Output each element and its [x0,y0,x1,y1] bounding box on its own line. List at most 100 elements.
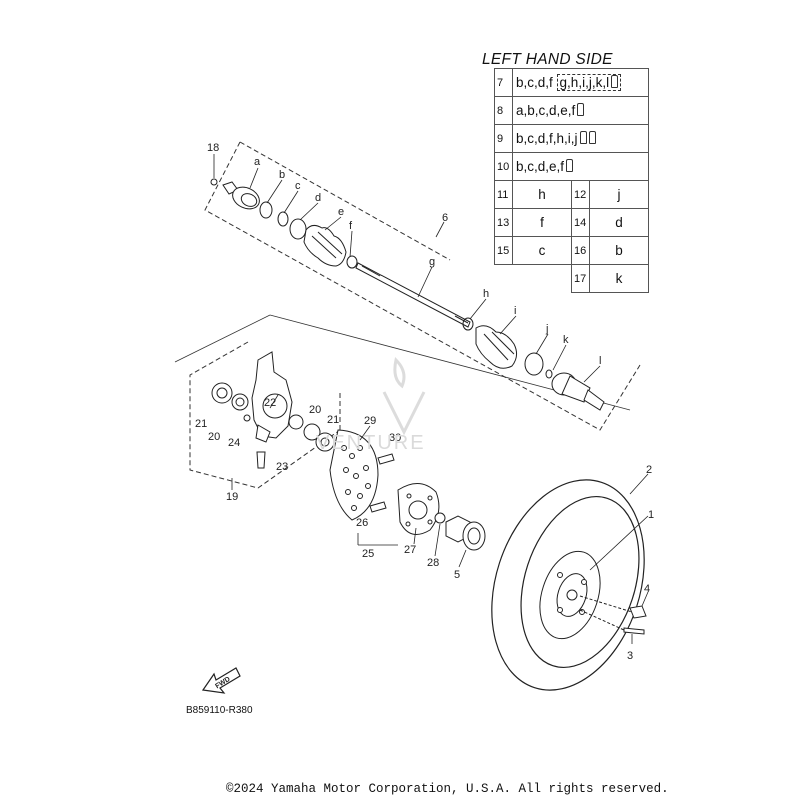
callout-18: 18 [207,142,219,154]
callout-b: b [279,169,285,181]
bullet-icon [577,103,585,116]
hub-27 [397,483,440,535]
legend-pair-value: j [589,180,649,209]
nut-5 [445,515,486,551]
callout-6: 6 [442,212,448,224]
boot-i [475,325,518,369]
callout-a: a [254,156,261,168]
callout-25: 25 [362,548,374,560]
legend-boxed-parts: g,h,i,j,k,l [556,74,622,91]
legend-pair-row: 13 f 14 d [494,208,649,237]
legend-row-parts: b,c,d,e,f [512,152,649,181]
band-j [524,352,544,376]
legend-pair-row: 17 k [495,264,649,293]
axle-group-outline [204,141,641,431]
band-d [289,218,307,240]
clip-k [545,369,553,379]
leader-lines [213,154,649,644]
seal-20-right [303,423,321,441]
legend-row: 10 b,c,d,e,f [494,152,649,181]
legend-pair-number: 16 [571,236,590,265]
callout-e: e [338,206,344,218]
callout-k: k [563,334,569,346]
legend-pair-number: 13 [494,208,513,237]
drive-shaft-assembly [210,178,605,411]
callout-30: 30 [389,432,401,444]
legend-pair-row: 15 c 16 b [494,236,649,265]
callout-f: f [349,220,353,232]
legend-pair-row: 11 h 12 j [494,180,649,209]
legend-pair-number: 15 [494,236,513,265]
callout-27: 27 [404,544,416,556]
ball-joint-23 [256,451,266,469]
clip-18 [210,178,218,186]
knuckle-assembly [211,351,335,469]
legend-row-parts: a,b,c,d,e,f [512,96,649,125]
legend-row-parts: b,c,d,f g,h,i,j,k,l [512,68,649,97]
callout-c: c [295,180,301,192]
fwd-label: FWD [214,676,231,690]
shaft-g [355,262,471,328]
legend-pair-value: b [589,236,649,265]
knuckle-group-outline [189,341,341,489]
callout-23: 23 [276,461,288,473]
callout-5: 5 [454,569,460,581]
stud-3 [579,609,645,635]
callout-3: 3 [627,650,633,662]
callout-4: 4 [644,583,650,595]
callout-28: 28 [427,557,439,569]
legend-pair-number: 12 [571,180,590,209]
callout-h: h [483,288,489,300]
legend-row-number: 8 [494,96,513,125]
fwd-arrow: FWD [201,667,241,694]
callout-labels: 18 a b c d e f 6 g h i j k l 22 20 21 21… [195,142,654,662]
callout-2: 2 [646,464,652,476]
diagram-ref-code: B859110-R380 [186,705,253,716]
outer-joint-l [551,372,605,411]
inner-joint [222,181,260,210]
brake-disc [329,429,395,521]
legend-pair-number: 11 [494,180,513,209]
legend-row-parts: b,c,d,f,h,i,j [512,124,649,153]
legend-title: LEFT HAND SIDE [482,51,613,68]
bullet-icon [579,131,587,144]
steering-knuckle [251,351,293,439]
callout-29: 29 [364,415,376,427]
callout-1: 1 [648,509,654,521]
legend-row: 9 b,c,d,f,h,i,j [494,124,649,153]
legend-pair-value: h [512,180,572,209]
bolt-30 [377,453,395,465]
circlip-b [259,201,273,219]
callout-21-left: 21 [195,418,207,430]
callout-g: g [429,256,435,268]
legend-row-number: 7 [494,68,513,97]
ring-22 [288,414,304,430]
boot-e [303,224,347,267]
callout-l: l [599,355,601,367]
legend-table: 7 b,c,d,f g,h,i,j,k,l 8 a,b,c,d,e,f 9 b,… [494,68,649,293]
callout-20-top: 20 [309,404,321,416]
ring-c [277,211,289,227]
legend-pair-value: f [512,208,572,237]
legend-row: 7 b,c,d,f g,h,i,j,k,l [494,68,649,97]
callout-19: 19 [226,491,238,503]
legend-pair-number: 14 [571,208,590,237]
band-h [462,317,474,331]
bolt-26 [369,501,387,513]
copyright-notice: ©2024 Yamaha Motor Corporation, U.S.A. A… [226,782,669,796]
legend-row-number: 10 [494,152,513,181]
callout-d: d [315,192,321,204]
band-f [346,255,358,269]
legend-pair-value: c [512,236,572,265]
legend-row: 8 a,b,c,d,e,f [494,96,649,125]
wheel-1 [539,550,601,640]
callout-i: i [514,305,516,317]
legend-empty-cell [495,265,572,293]
lug-nut-4 [579,595,647,619]
bullet-icon [588,131,596,144]
callout-24: 24 [228,437,240,449]
washer-28 [434,512,446,524]
watermark-text: VENTURE [316,432,426,454]
legend-row-number: 9 [494,124,513,153]
